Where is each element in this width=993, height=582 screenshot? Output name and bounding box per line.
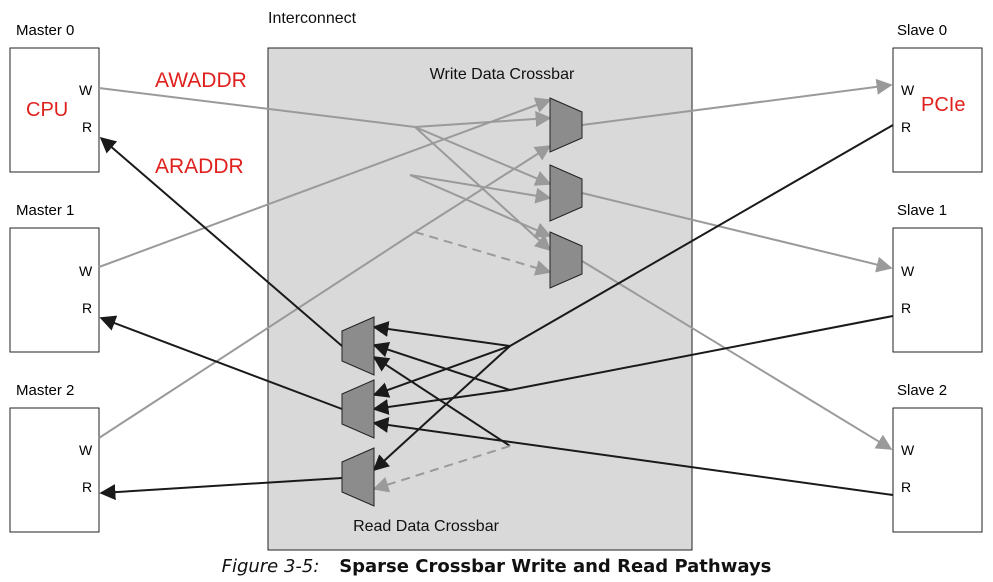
write-path (581, 192, 893, 273)
slave-box (892, 227, 983, 353)
master-1: Master 1 W R (9, 202, 100, 353)
slave-r-port: R (901, 119, 911, 135)
figure-number: Figure 3-5: (221, 556, 320, 577)
master-r-port: R (82, 479, 92, 495)
read-paths (99, 124, 894, 501)
write-path (414, 231, 552, 276)
write-path (98, 87, 416, 128)
slave-w-port: W (901, 82, 915, 98)
slave-2: Slave 2 W R (892, 382, 983, 533)
master-name: Master 2 (16, 382, 74, 399)
write-path (581, 260, 893, 450)
read-path (372, 389, 511, 415)
read-mux (341, 447, 375, 507)
write-path (581, 78, 893, 126)
slave-name: Slave 2 (897, 382, 947, 399)
slave-r-port: R (901, 300, 911, 316)
master-box (9, 227, 100, 353)
figure-caption: Figure 3-5: Sparse Crossbar Write and Re… (0, 556, 993, 577)
master-box (9, 407, 100, 533)
write-paths (98, 78, 893, 450)
master-2: Master 2 W R (9, 382, 100, 533)
read-path (372, 341, 511, 391)
master-w-port: W (79, 82, 93, 98)
read-mux (341, 379, 375, 439)
read-path (99, 315, 343, 410)
slave-1: Slave 1 W R (892, 202, 983, 353)
master-tag: CPU (26, 99, 68, 121)
awaddr-annotation: AWADDR (155, 69, 247, 92)
master-w-port: W (79, 442, 93, 458)
slave-w-port: W (901, 263, 915, 279)
master-name: Master 1 (16, 202, 74, 219)
master-w-port: W (79, 263, 93, 279)
write-mux (549, 97, 583, 153)
slave-box (892, 47, 983, 173)
write-path (98, 97, 552, 268)
slave-0: Slave 0 W R PCIe (892, 22, 983, 173)
araddr-annotation: ARADDR (155, 155, 244, 178)
master-box (9, 47, 100, 173)
write-path (98, 231, 416, 439)
write-path (414, 145, 552, 233)
slave-box (892, 407, 983, 533)
read-path (372, 417, 894, 496)
slave-name: Slave 1 (897, 202, 947, 219)
write-path (414, 110, 552, 128)
write-crossbar-label: Write Data Crossbar (430, 66, 575, 83)
read-mux (341, 316, 375, 376)
read-path (99, 477, 343, 501)
read-path (372, 345, 511, 472)
read-crossbar-label: Read Data Crossbar (353, 518, 500, 535)
master-r-port: R (82, 300, 92, 316)
read-path (509, 124, 894, 347)
slave-name: Slave 0 (897, 22, 947, 39)
read-path (99, 136, 343, 347)
slave-r-port: R (901, 479, 911, 495)
figure-title: Sparse Crossbar Write and Read Pathways (339, 556, 772, 577)
read-path (372, 345, 511, 398)
read-muxes (341, 316, 375, 507)
slave-w-port: W (901, 442, 915, 458)
interconnect-label: Interconnect (268, 10, 357, 27)
master-0: Master 0 W R CPU (9, 22, 100, 173)
slave-tag: PCIe (921, 94, 965, 116)
write-muxes (549, 97, 583, 289)
write-mux (549, 231, 583, 289)
master-name: Master 0 (16, 22, 74, 39)
write-path (409, 174, 552, 238)
write-path (409, 174, 552, 204)
read-path (372, 445, 511, 493)
write-path (414, 126, 552, 186)
interconnect-box (267, 47, 693, 551)
master-r-port: R (82, 119, 92, 135)
read-path (372, 356, 511, 447)
read-path (509, 315, 894, 391)
write-mux (549, 164, 583, 222)
read-path (372, 321, 511, 347)
